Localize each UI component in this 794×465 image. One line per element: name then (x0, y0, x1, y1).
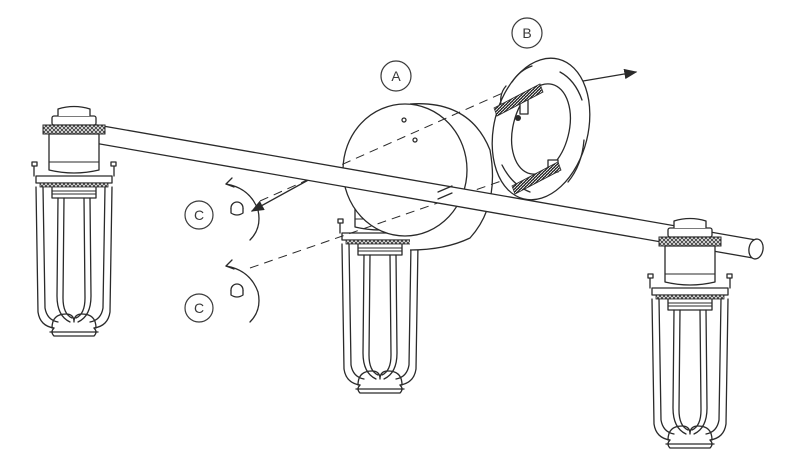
cap-nut-upper (225, 177, 260, 241)
callout-c-upper: C (184, 200, 214, 230)
callout-a-label: A (391, 68, 401, 84)
callout-b: B (511, 17, 543, 49)
callout-a: A (380, 60, 412, 92)
callout-b-label: B (522, 25, 531, 41)
cap-nut-lower (225, 259, 260, 323)
callout-c-lower-label: C (194, 300, 204, 316)
mounting-screws (493, 83, 562, 195)
callout-c-lower: C (184, 293, 214, 323)
callout-c-upper-label: C (194, 207, 204, 223)
mounting-plate (491, 57, 591, 201)
right-lamp (647, 217, 733, 449)
